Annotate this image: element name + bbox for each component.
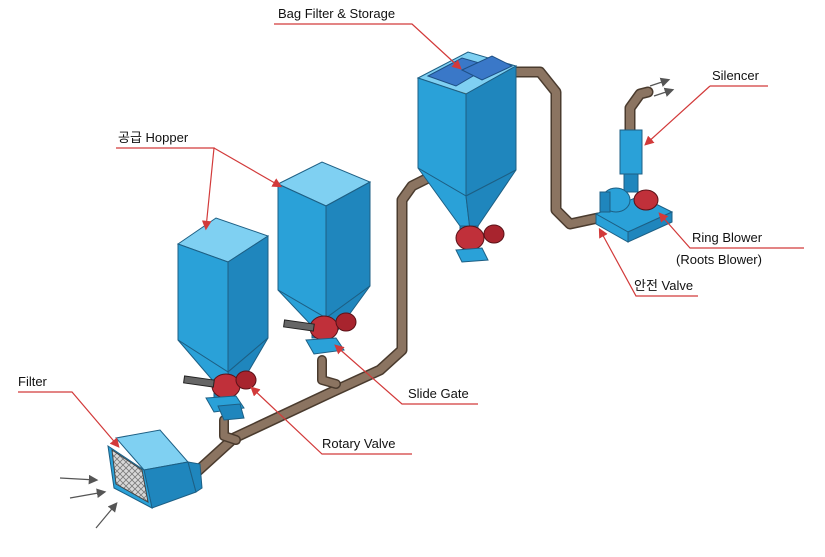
label-silencer: Silencer: [712, 68, 759, 83]
rotary-valve-2: [283, 312, 357, 355]
leader-lines: [18, 23, 804, 455]
bag-filter-storage: [416, 51, 518, 239]
inlet-filter: [107, 429, 203, 509]
conveying-pipe: [184, 66, 654, 484]
rotary-valve-1: [183, 370, 257, 421]
inlet-air-arrows: [59, 474, 118, 529]
label-ring-blower: Ring Blower: [692, 230, 763, 245]
label-rotary-valve: Rotary Valve: [322, 436, 396, 451]
supply-hopper-1: [176, 217, 270, 399]
label-roots-blower: (Roots Blower): [676, 252, 762, 267]
supply-hopper-2: [276, 161, 372, 339]
label-filter: Filter: [18, 374, 47, 389]
label-supply-hopper: 공급 Hopper: [118, 130, 189, 145]
label-slide-gate: Slide Gate: [408, 386, 469, 401]
silencer-unit: [619, 129, 643, 193]
rotary-valve-3: [455, 224, 505, 263]
exhaust-arrows: [649, 77, 675, 97]
label-bag-filter: Bag Filter & Storage: [278, 6, 396, 21]
label-safety-valve: 안전 Valve: [634, 278, 694, 293]
